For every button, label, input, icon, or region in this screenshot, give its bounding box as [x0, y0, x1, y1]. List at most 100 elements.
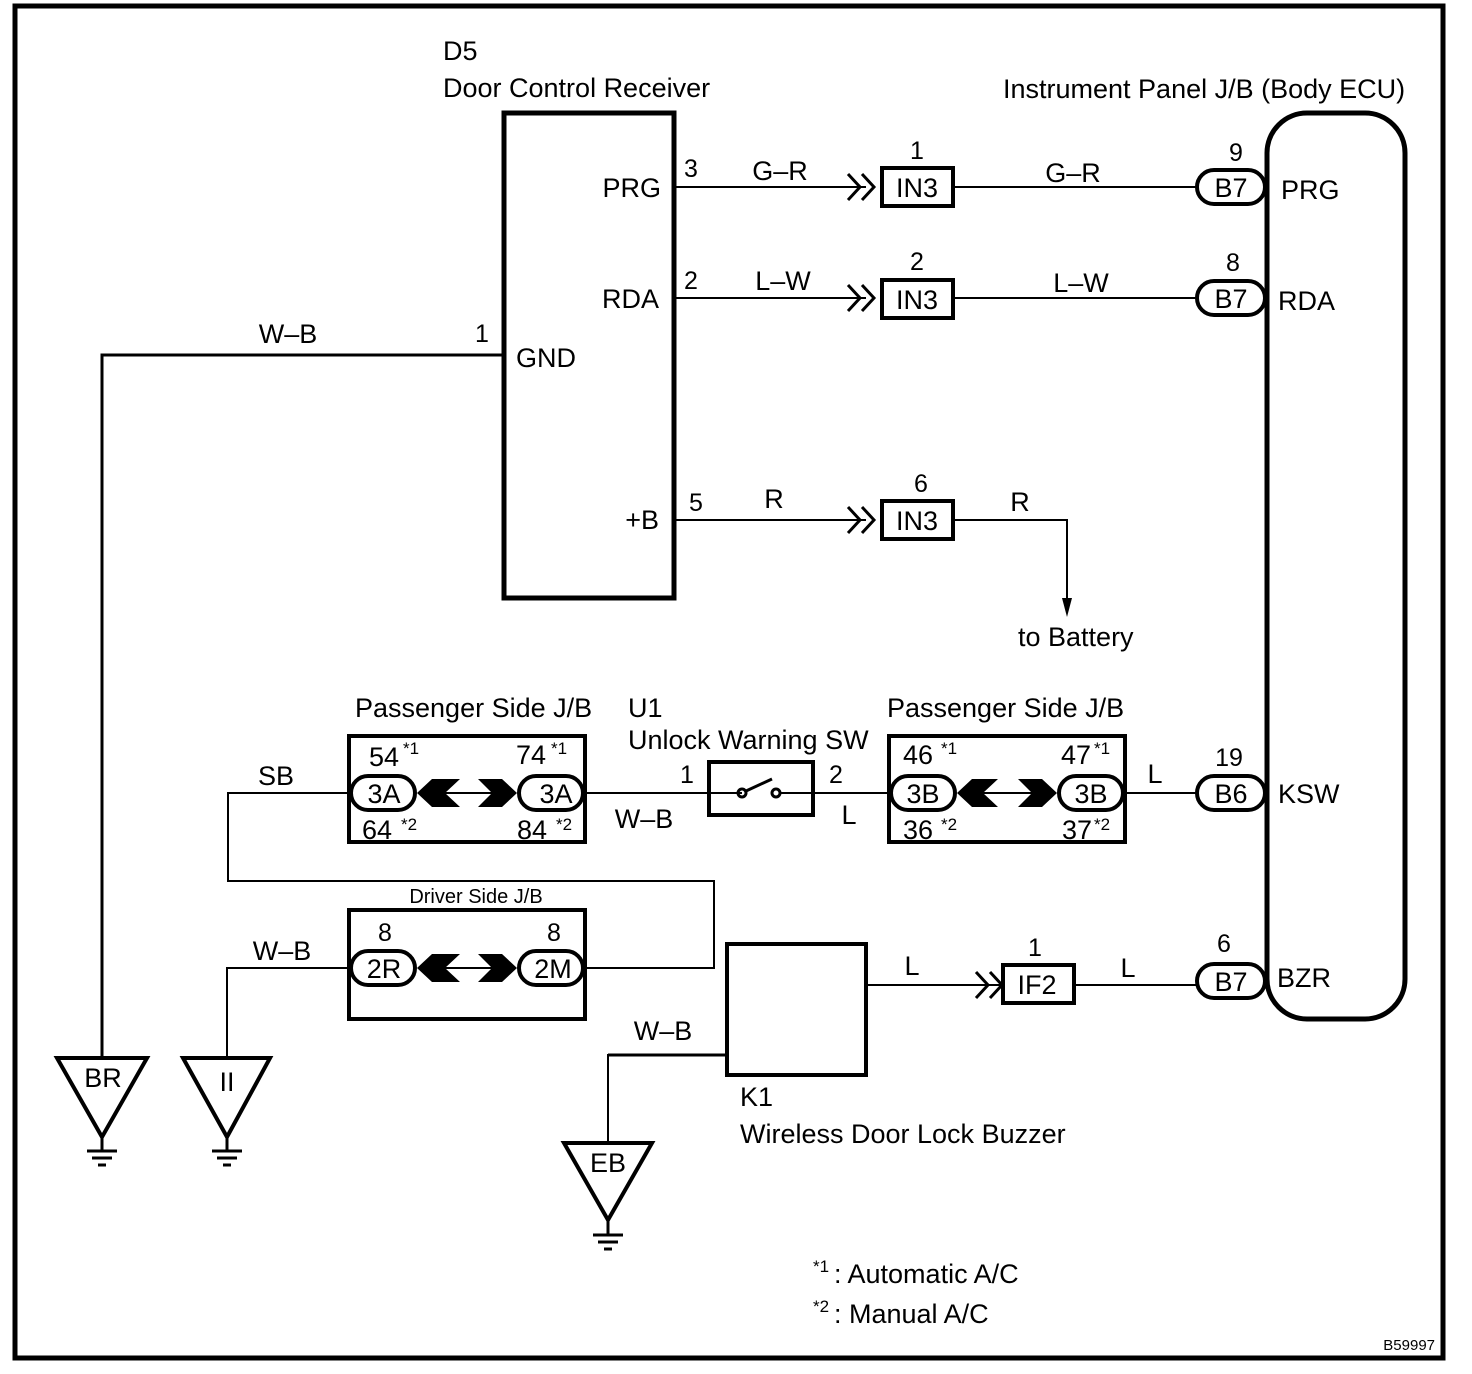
ecu-pin-name-rda: RDA [1278, 286, 1335, 316]
wire-color-ksw: L [1147, 759, 1162, 789]
receiver-pin-name-gnd: GND [516, 343, 576, 373]
diagram-rect [880, 166, 955, 208]
earth-ground-icon [87, 1149, 117, 1167]
wire-color-b-right: R [1010, 487, 1030, 517]
ecu-connector-ksw: B6 19 [1195, 744, 1267, 812]
wire-gnd [100, 353, 504, 1056]
wireless-door-lock-buzzer: K1 Wireless Door Lock Buzzer [725, 942, 1066, 1149]
figure-id: B59997 [1383, 1337, 1435, 1354]
diagram-rect [880, 278, 955, 320]
receiver-pin-num-5: 5 [689, 489, 703, 517]
label-junction-connectors-1-pin: 2 [910, 248, 924, 276]
diagram-rect [880, 499, 955, 541]
switch-pin-1: 1 [680, 761, 694, 789]
switch-contact-right-icon [770, 787, 782, 799]
switch-code: U1 [628, 693, 663, 723]
receiver-pin-name-prg: PRG [602, 173, 661, 203]
ground-ii: II [179, 1056, 274, 1167]
label-components-passenger-jb-right-right-bottom: 37 [1062, 815, 1092, 845]
label-components-passenger-jb-right-left-bottom: 36 [903, 815, 933, 845]
label-junction-connectors-3-id: IF2 [1017, 970, 1056, 1000]
switch-name: Unlock Warning SW [628, 725, 869, 755]
label-components-passenger-jb-left-right-top: 74 [516, 740, 546, 770]
wire-color-sb: SB [258, 761, 294, 791]
label-components-body-ecu-pins-2-connector: B6 [1214, 779, 1247, 809]
jb-arrow-left-icon [417, 954, 460, 982]
label-components-passenger-jb-left-right-bottom: 84 [517, 815, 547, 845]
diagram-rect [1195, 962, 1267, 1000]
inline-connector-arrows-rda [846, 283, 877, 313]
label-components-body-ecu-pins-2-num: 19 [1215, 744, 1243, 772]
inline-connector-arrows-b [846, 505, 877, 535]
label-grounds-0-label: BR [84, 1063, 122, 1093]
junction-connector-in3-1: IN3 1 [880, 137, 955, 208]
receiver-pin-num-1: 1 [475, 320, 489, 348]
passenger-jb-left-title: Passenger Side J/B [355, 693, 592, 723]
label-components-passenger-jb-right-left-connector: 3B [906, 779, 939, 809]
label-components-passenger-jb-left-left-bottom: 64 [362, 815, 392, 845]
receiver-name: Door Control Receiver [443, 73, 710, 103]
body-ecu-box [1264, 110, 1408, 1022]
receiver-pin-name-rda: RDA [602, 284, 659, 314]
label-components-body-ecu-pins-0-num: 9 [1229, 139, 1243, 167]
label-components-driver-jb-left-pin: 8 [378, 919, 392, 947]
switch-pin-2: 2 [829, 761, 843, 789]
receiver-pin-num-3: 3 [684, 155, 698, 183]
diagram-rect [347, 734, 587, 844]
earth-ground-icon [212, 1149, 242, 1167]
diagram-rect [1001, 963, 1076, 1005]
ground-br: BR [53, 1056, 151, 1167]
passenger-jb-right: Passenger Side J/B 3B 3B 46 *1 47 *1 36 … [887, 693, 1127, 845]
label-components-driver-jb-right-connector: 2M [534, 954, 572, 984]
unlock-warning-switch: U1 Unlock Warning SW 1 2 W–B L [585, 693, 891, 834]
label-junction-connectors-2-pin: 6 [914, 470, 928, 498]
junction-connector-if2-1: IF2 1 [1001, 934, 1076, 1005]
driver-jb-title: Driver Side J/B [409, 886, 542, 908]
connector-3b-left [889, 774, 957, 812]
label-components-driver-jb-right-pin: 8 [547, 919, 561, 947]
footnote-1: *1 : Automatic A/C [813, 1257, 1019, 1289]
wire-color-sw-right: L [841, 800, 856, 830]
label-components-passenger-jb-right-right-top: 47 [1061, 740, 1091, 770]
switch-lever-icon [745, 777, 773, 793]
label-components-passenger-jb-right-right-connector: 3B [1074, 779, 1107, 809]
receiver-pin-num-2: 2 [684, 267, 698, 295]
ground-eb: EB [560, 1141, 656, 1251]
ecu-connector-prg: B7 9 [1195, 139, 1267, 206]
connector-3a-right [517, 774, 585, 812]
junction-connector-in3-2: IN3 2 [880, 248, 955, 320]
label-components-passenger-jb-left-left-top-note: *1 [403, 739, 419, 758]
label-components-passenger-jb-left-right-connector: 3A [539, 779, 572, 809]
wire-color-prg-left: G–R [752, 156, 808, 186]
label-junction-connectors-2-id: IN3 [896, 506, 938, 536]
label-components-passenger-jb-right-right-top-note: *1 [1094, 739, 1110, 758]
label-components-passenger-jb-left-right-bottom-note: *2 [556, 815, 572, 834]
wire-color-driver-gnd: W–B [253, 936, 312, 966]
label-components-passenger-jb-left-left-connector: 3A [367, 779, 400, 809]
wire-color-prg-right: G–R [1045, 158, 1101, 188]
earth-ground-icon [593, 1233, 623, 1251]
buzzer-code: K1 [740, 1082, 773, 1112]
label-components-body-ecu-pins-3-connector: B7 [1214, 967, 1247, 997]
label-grounds-1-label: II [219, 1067, 234, 1097]
label-components-body-ecu-pins-1-connector: B7 [1214, 284, 1247, 314]
jb-arrow-right-icon [478, 779, 517, 807]
driver-jb: Driver Side J/B 2R 2M 8 8 [347, 886, 587, 1021]
label-components-passenger-jb-right-left-top-note: *1 [941, 739, 957, 758]
buzzer-box [725, 942, 868, 1077]
ecu-connector-bzr: B7 6 [1195, 930, 1267, 1000]
label-components-body-ecu-pins-3-num: 6 [1217, 930, 1231, 958]
diagram-rect [887, 734, 1127, 844]
label-components-body-ecu-pins-0-connector: B7 [1214, 173, 1247, 203]
ground-point-icon [179, 1056, 274, 1142]
label-notes-0-text: : Automatic A/C [834, 1259, 1019, 1289]
ecu-pin-name-prg: PRG [1281, 175, 1340, 205]
jb-arrow-left-icon [957, 779, 998, 807]
label-components-passenger-jb-left-left-bottom-note: *2 [401, 815, 417, 834]
label-components-passenger-jb-left-right-top-note: *1 [551, 739, 567, 758]
passenger-jb-right-title: Passenger Side J/B [887, 693, 1124, 723]
body-ecu: Instrument Panel J/B (Body ECU) PRG RDA … [1003, 74, 1408, 1022]
wire-buzzer-gnd [607, 1054, 727, 1142]
label-components-passenger-jb-right-left-bottom-note: *2 [941, 815, 957, 834]
